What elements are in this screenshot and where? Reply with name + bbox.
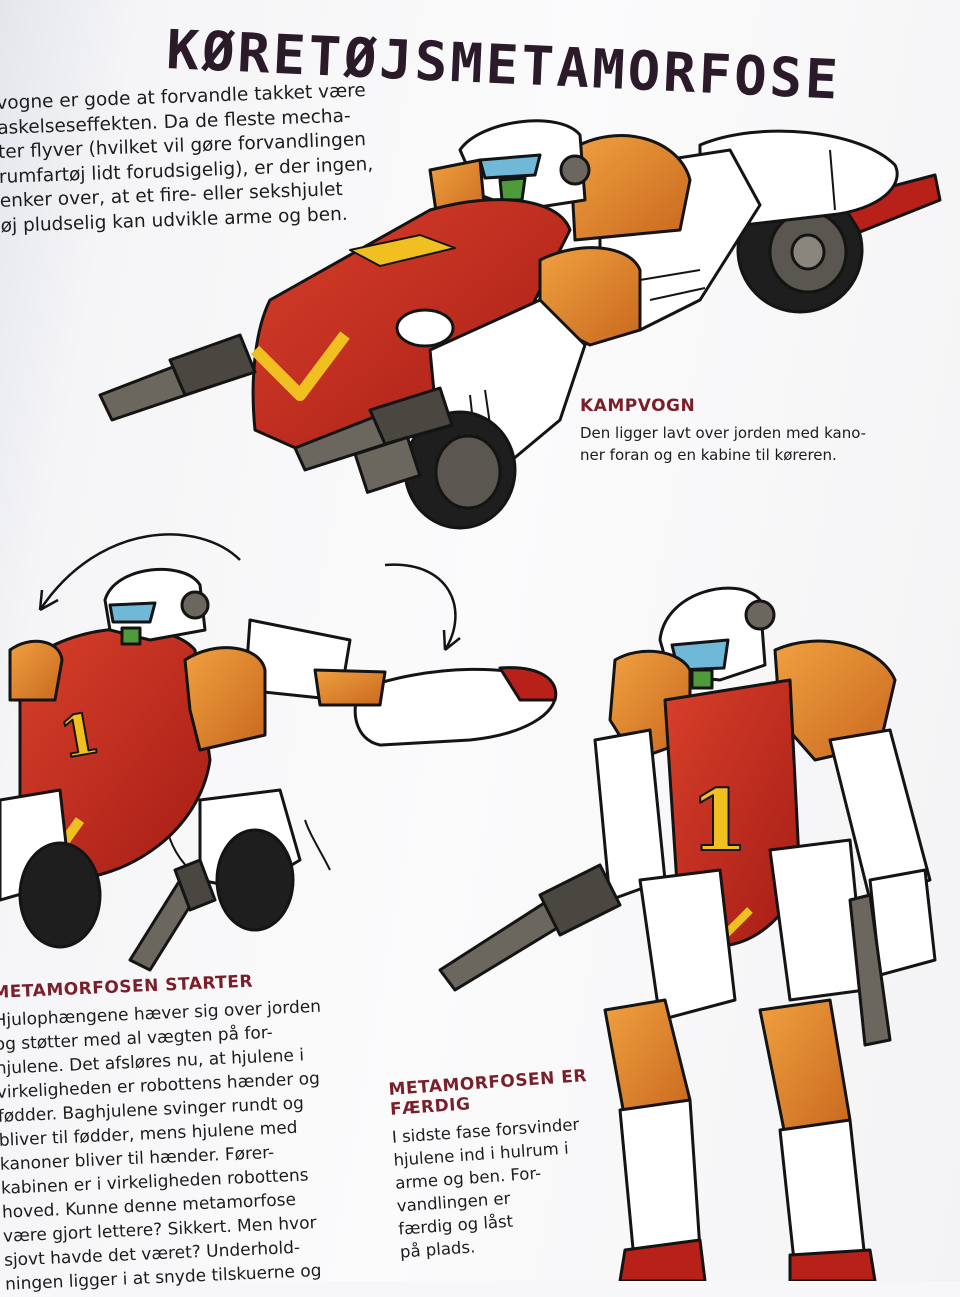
faerdig-text: I sidste fase forsvinder hjulene ind i h… — [391, 1110, 630, 1264]
kampvogn-caption: KAMPVOGN Den ligger lavt over jorden med… — [580, 396, 920, 466]
starter-rear-pod — [353, 667, 557, 747]
front-wheel — [403, 410, 517, 530]
decal-one-vehicle — [349, 234, 456, 267]
starter-illustration: 1 — [0, 533, 558, 972]
back-shoulder — [568, 134, 692, 242]
robot-illustration: 1 — [438, 586, 937, 1281]
decal-one-robot: 1 — [690, 771, 748, 870]
motion-arrow-right — [384, 563, 457, 651]
motion-arrow-left — [38, 533, 241, 611]
caption-line: Den ligger lavt over jorden med kano- — [580, 424, 867, 442]
cockpit-head — [458, 119, 591, 212]
front-cannons — [98, 333, 454, 494]
kampvogn-illustration — [98, 119, 942, 530]
faerdig-caption: METAMORFOSEN ER FÆRDIG I sidste fase for… — [388, 1064, 630, 1264]
intro-paragraph: vogne er gode at forvandle takket være a… — [0, 79, 374, 239]
rear-fin — [838, 173, 942, 234]
robot-gun-right — [848, 893, 892, 1047]
starter-caption: METAMORFOSEN STARTER Hjulophængene hæver… — [0, 967, 365, 1296]
kampvogn-text: Den ligger lavt over jorden med kano- ne… — [580, 422, 920, 466]
kampvogn-heading: KAMPVOGN — [580, 396, 696, 416]
caption-line: ner foran og en kabine til køreren. — [580, 446, 837, 464]
starter-text: Hjulophængene hæver sig over jorden og s… — [0, 993, 365, 1296]
